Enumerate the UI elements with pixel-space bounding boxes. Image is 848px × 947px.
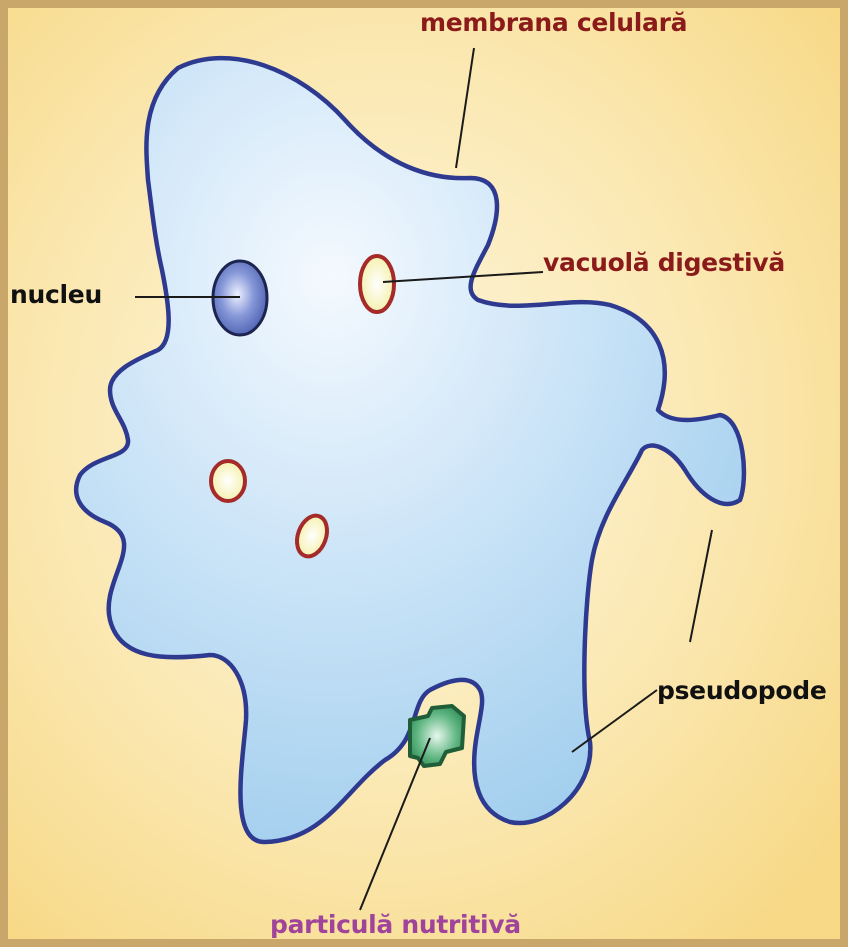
digestive-vacuole	[211, 461, 245, 501]
food-particle-label: particulă nutritivă	[270, 910, 521, 940]
nucleus-label: nucleu	[10, 280, 102, 310]
membrane-label: membrana celulară	[420, 8, 687, 38]
digestive-vacuole-label: vacuolă digestivă	[543, 248, 785, 278]
digestive-vacuole	[360, 256, 394, 312]
pseudopods-label: pseudopode	[657, 676, 827, 706]
